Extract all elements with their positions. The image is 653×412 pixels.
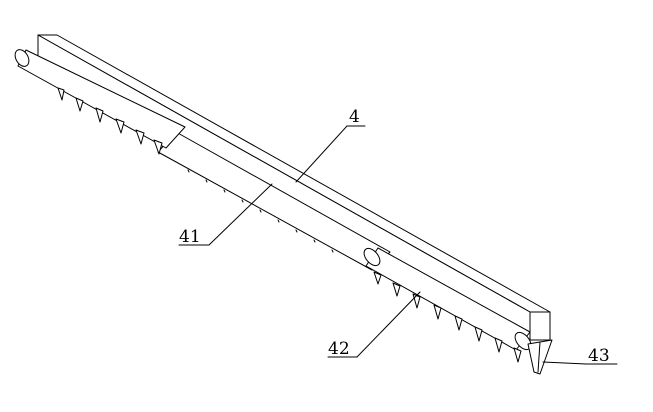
- beam: [37, 34, 551, 341]
- leader-42: [356, 291, 421, 358]
- leader-lines: [178, 125, 618, 365]
- beam-top-face: [37, 34, 551, 313]
- middle-rod-ticks: [187, 169, 334, 253]
- leader-4: [295, 125, 348, 183]
- end-blade: [527, 339, 553, 375]
- left-rod: [14, 49, 186, 155]
- reference-labels: 4 41 42 43: [179, 107, 610, 366]
- label-43: 43: [588, 346, 610, 366]
- right-rod: [363, 247, 553, 375]
- label-42: 42: [328, 339, 350, 359]
- beam-end-face: [529, 311, 551, 341]
- leader-43: [542, 361, 587, 365]
- label-4: 4: [349, 107, 360, 127]
- middle-rod-body: [157, 131, 391, 271]
- right-rod-left-end: [363, 247, 381, 267]
- leader-41: [208, 183, 273, 246]
- middle-rod: [157, 131, 391, 272]
- left-rod-end: [14, 49, 30, 67]
- left-rod-teeth: [57, 87, 163, 155]
- label-41: 41: [179, 227, 201, 247]
